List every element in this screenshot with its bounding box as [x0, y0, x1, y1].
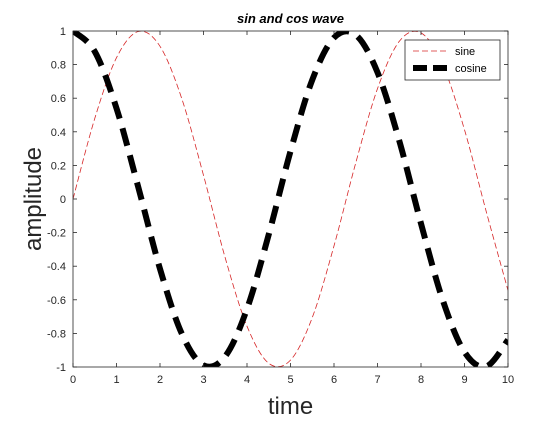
ticks-layer: 0 1 2 3 4 5 6 7 8 9 10 -1 -0.8 -0.6 -0.4 -0.2 0 0.2 0.4 0.6… [47, 26, 514, 386]
legend-box [404, 39, 501, 81]
y-tick-label: 1 [60, 26, 66, 38]
legend[interactable]: sine cosine [404, 39, 501, 81]
y-tick-label: -0.8 [47, 328, 66, 340]
x-tick-label: 6 [331, 374, 337, 386]
x-tick-label: 10 [502, 374, 514, 386]
legend-label-sine: sine [455, 46, 475, 58]
y-tick-label: 0.8 [51, 60, 66, 72]
chart-title: sin and cos wave [237, 11, 344, 26]
x-tick-label: 9 [461, 374, 467, 386]
x-tick-label: 5 [287, 374, 293, 386]
y-tick-label: 0.6 [51, 93, 66, 105]
y-tick-label: 0.4 [51, 127, 66, 139]
x-tick-label: 2 [157, 374, 163, 386]
y-tick-label: -1 [56, 362, 66, 374]
series-line-cosine [73, 31, 508, 367]
y-tick-label: 0 [60, 194, 66, 206]
y-tick-label: -0.2 [47, 228, 66, 240]
x-axis-label: time [268, 393, 313, 420]
y-tick-label: 0.2 [51, 160, 66, 172]
x-tick-label: 8 [418, 374, 424, 386]
x-tick-label: 4 [244, 374, 250, 386]
y-axis-label: amplitude [20, 147, 47, 251]
legend-label-cosine: cosine [455, 63, 487, 75]
x-tick-label: 0 [70, 374, 76, 386]
plot-area [73, 31, 508, 367]
x-tick-label: 3 [200, 374, 206, 386]
y-tick-label: -0.4 [47, 261, 66, 273]
y-tick-label: -0.6 [47, 295, 66, 307]
x-tick-label: 1 [113, 374, 119, 386]
x-tick-label: 7 [374, 374, 380, 386]
